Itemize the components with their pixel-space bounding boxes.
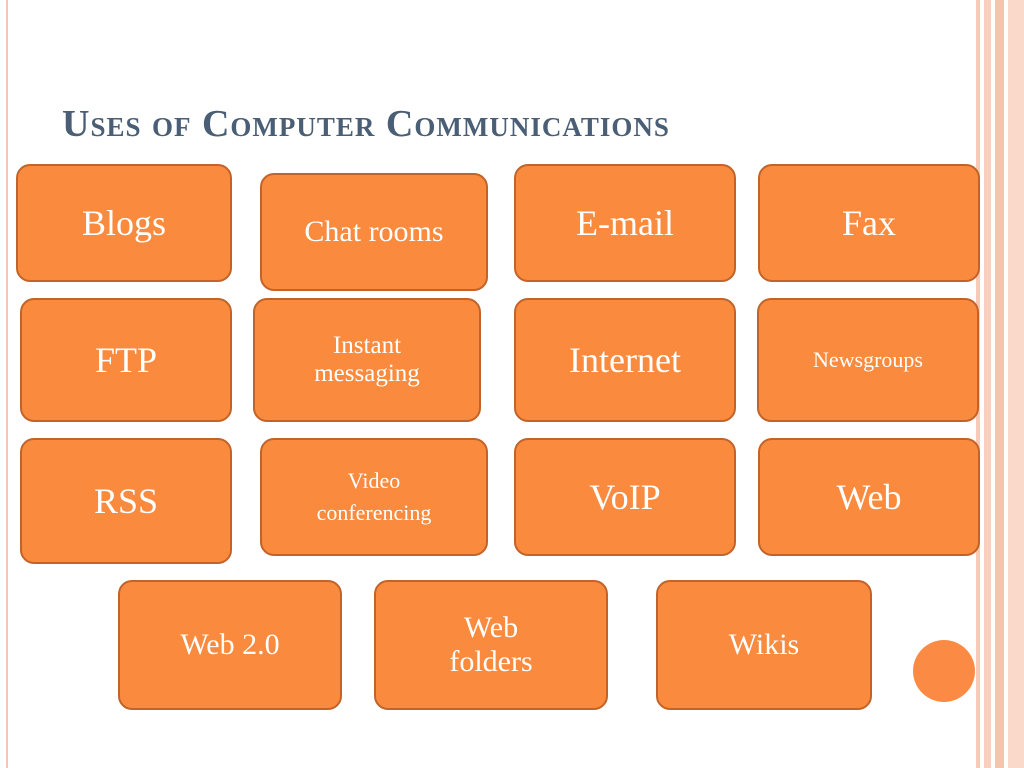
- tile-label: Video conferencing: [316, 468, 432, 525]
- tile-label: VoIP: [589, 476, 661, 517]
- tile-label: Newsgroups: [813, 346, 923, 372]
- tile-instant-messaging[interactable]: Instant messaging: [253, 298, 481, 422]
- tile-label: Instant messaging: [314, 332, 420, 387]
- decorative-circle: [913, 640, 975, 702]
- tile-newsgroups[interactable]: Newsgroups: [757, 298, 979, 422]
- right-decorative-stripe: [995, 0, 1004, 768]
- right-decorative-stripe: [1008, 0, 1024, 768]
- tile-label: FTP: [94, 339, 158, 380]
- tile-blogs[interactable]: Blogs: [16, 164, 232, 282]
- tile-web-folders[interactable]: Web folders: [374, 580, 608, 710]
- tile-label: Internet: [569, 339, 681, 380]
- left-decorative-rule: [6, 0, 8, 768]
- tile-web[interactable]: Web: [758, 438, 980, 556]
- tile-label: RSS: [93, 480, 159, 521]
- tile-label: Web 2.0: [180, 628, 280, 662]
- tile-label: Wikis: [728, 628, 800, 662]
- tile-voip[interactable]: VoIP: [514, 438, 736, 556]
- tile-fax[interactable]: Fax: [758, 164, 980, 282]
- tile-internet[interactable]: Internet: [514, 298, 736, 422]
- tile-label: Fax: [842, 202, 896, 243]
- tile-wikis[interactable]: Wikis: [656, 580, 872, 710]
- tile-ftp[interactable]: FTP: [20, 298, 232, 422]
- tile-label: Web folders: [449, 611, 533, 678]
- slide-title: Uses of Computer Communications: [62, 103, 670, 145]
- tile-label: Web: [836, 476, 902, 517]
- tile-label: E-mail: [576, 202, 674, 243]
- tile-video-conferencing[interactable]: Video conferencing: [260, 438, 488, 556]
- tile-label: Chat rooms: [304, 215, 444, 249]
- tile-chat-rooms[interactable]: Chat rooms: [260, 173, 488, 291]
- tile-label: Blogs: [81, 202, 167, 243]
- tile-e-mail[interactable]: E-mail: [514, 164, 736, 282]
- tile-rss[interactable]: RSS: [20, 438, 232, 564]
- tile-web-2-0[interactable]: Web 2.0: [118, 580, 342, 710]
- right-decorative-stripe: [984, 0, 991, 768]
